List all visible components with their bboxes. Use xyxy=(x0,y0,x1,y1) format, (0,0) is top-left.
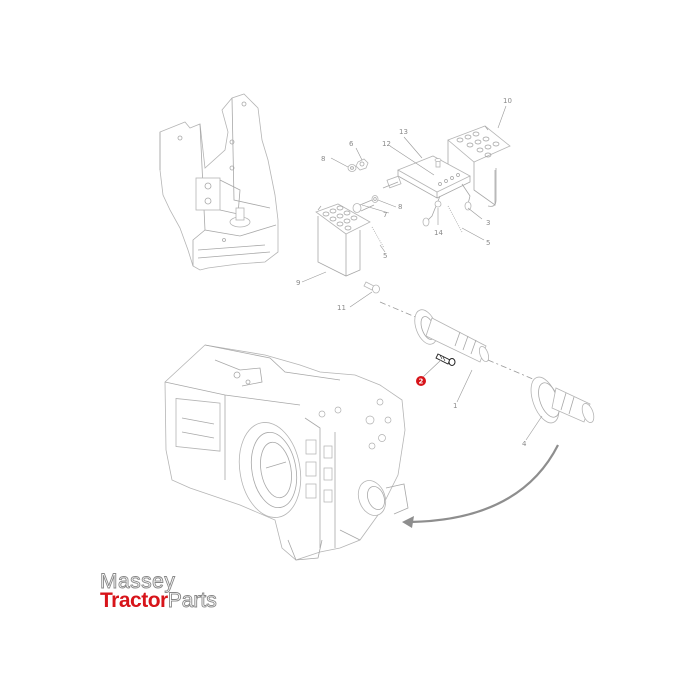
callout-12: 12 xyxy=(382,140,391,148)
callout-5-right: 5 xyxy=(486,239,490,247)
callout-8-lower: 8 xyxy=(398,203,402,211)
callout-2: 2 xyxy=(419,378,424,386)
hardware-nut-part-14 xyxy=(434,200,442,208)
callout-14: 14 xyxy=(434,229,443,237)
massey-tractor-parts-logo: Massey TractorParts xyxy=(100,570,218,612)
highlighted-bolt-part-2 xyxy=(435,353,456,366)
callout-11: 11 xyxy=(337,304,346,312)
callout-5-left: 5 xyxy=(383,252,387,260)
callout-labels: 10 13 12 6 8 8 7 3 14 5 5 9 11 1 4 xyxy=(296,97,527,448)
pedal-mount-frame xyxy=(159,93,279,271)
badge-circle xyxy=(416,376,426,386)
callout-7: 7 xyxy=(383,211,387,219)
logo-parts-word: Parts xyxy=(167,589,217,612)
hardware-screw-part-13 xyxy=(434,158,442,168)
callout-6: 6 xyxy=(349,140,354,148)
curved-direction-arrow xyxy=(402,444,559,528)
callout-13: 13 xyxy=(399,128,408,136)
callout-3: 3 xyxy=(486,219,490,227)
highlighted-callout-badge[interactable]: 2 xyxy=(416,376,426,386)
callout-10: 10 xyxy=(503,97,512,105)
left-pedal-part-9 xyxy=(315,203,371,277)
logo-tractor-word: Tractor xyxy=(100,589,168,612)
hardware-nut-part-6 xyxy=(355,158,369,171)
hardware-bolt-part-7 xyxy=(352,195,379,213)
return-spring-part-5-left xyxy=(371,226,385,249)
return-spring-part-5-right xyxy=(447,205,463,233)
splined-hub-part-4 xyxy=(530,376,595,424)
hardware-washer-part-8-upper xyxy=(347,164,357,172)
transmission-housing xyxy=(164,344,409,561)
callout-9: 9 xyxy=(296,279,300,287)
right-pedal-part-10 xyxy=(447,125,511,207)
callout-8-upper: 8 xyxy=(321,155,325,163)
logo-line-massey: Massey xyxy=(100,570,176,593)
callout-4: 4 xyxy=(522,440,527,448)
hardware-bolt-part-11 xyxy=(363,281,380,294)
shaft-part-1 xyxy=(379,301,541,383)
pedal-bracket-part-12 xyxy=(382,155,472,227)
callout-1: 1 xyxy=(453,402,457,410)
logo-line-tractorparts: TractorParts xyxy=(100,589,217,612)
callout-leader-lines xyxy=(301,105,543,441)
